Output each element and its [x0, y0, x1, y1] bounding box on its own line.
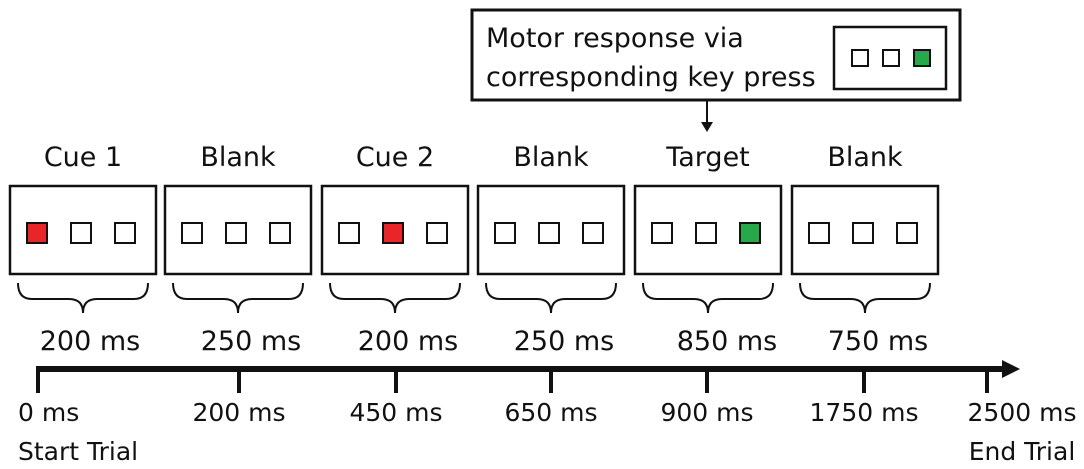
- tick-sublabel: End Trial: [969, 437, 1076, 466]
- frame-label: Blank: [200, 142, 276, 173]
- frame-duration: 200 ms: [358, 326, 459, 357]
- stimulus-square-3: [582, 222, 604, 244]
- frame-label: Blank: [827, 142, 903, 173]
- duration-brace: [799, 282, 931, 314]
- frame-4: Blank 250 ms: [476, 142, 626, 357]
- response-text-line2: corresponding key press: [486, 62, 816, 93]
- frame-duration: 850 ms: [677, 326, 778, 357]
- tick-label: 650 ms: [504, 398, 597, 427]
- frame-label: Cue 1: [44, 142, 122, 173]
- timeline-arrowhead: [1002, 360, 1020, 378]
- stimulus-square-1: [651, 222, 673, 244]
- stimulus-square-3: [896, 222, 918, 244]
- stimulus-square-3: [739, 222, 761, 244]
- duration-brace: [172, 282, 304, 314]
- frame-label: Target: [665, 142, 750, 173]
- duration-brace: [17, 282, 149, 314]
- stimulus-square-1: [181, 222, 203, 244]
- tick-label: 1750 ms: [810, 398, 919, 427]
- stimulus-square-2: [852, 222, 874, 244]
- stimulus-square-2: [538, 222, 560, 244]
- response-key-squares: [851, 49, 931, 67]
- stimulus-square-3: [114, 222, 136, 244]
- frame-label: Blank: [513, 142, 589, 173]
- timeline-tick-3: 450 ms: [349, 369, 443, 427]
- frame-6: Blank 750 ms: [790, 142, 940, 357]
- duration-brace: [642, 282, 774, 314]
- frame-1: Cue 1 200 ms: [8, 142, 158, 357]
- stimulus-square-1: [338, 222, 360, 244]
- tick-label: 900 ms: [660, 398, 753, 427]
- frame-2: Blank 250 ms: [163, 142, 313, 357]
- stimulus-square-2: [382, 222, 404, 244]
- frame-duration: 250 ms: [514, 326, 615, 357]
- frame-duration: 200 ms: [40, 326, 141, 357]
- stimulus-square-2: [70, 222, 92, 244]
- stimulus-square-1: [26, 222, 48, 244]
- stimulus-square-1: [808, 222, 830, 244]
- duration-brace: [329, 282, 461, 314]
- timeline-tick-6: 1750 ms: [810, 369, 919, 427]
- timeline: 0 ms Start Trial 200 ms 450 ms 650 ms 900 ms 1…: [18, 360, 1076, 466]
- stimulus-square-3: [426, 222, 448, 244]
- stimulus-square-2: [225, 222, 247, 244]
- duration-brace: [485, 282, 617, 314]
- timeline-tick-5: 900 ms: [660, 369, 754, 427]
- motor-response-box: Motor response via corresponding key pre…: [470, 8, 962, 132]
- frame-duration: 250 ms: [201, 326, 302, 357]
- timeline-tick-7: 2500 ms End Trial: [968, 369, 1077, 466]
- frame-3: Cue 2 200 ms: [320, 142, 470, 357]
- stimulus-square-1: [494, 222, 516, 244]
- tick-label: 0 ms: [18, 398, 79, 427]
- frame-duration: 750 ms: [828, 326, 929, 357]
- tick-sublabel: Start Trial: [18, 437, 138, 466]
- response-text-line1: Motor response via: [486, 23, 744, 54]
- frame-label: Cue 2: [356, 142, 434, 173]
- response-key-square-2: [882, 49, 900, 67]
- stimulus-square-2: [695, 222, 717, 244]
- stimulus-square-3: [269, 222, 291, 244]
- timeline-tick-4: 650 ms: [504, 369, 598, 427]
- timeline-ticks: 0 ms Start Trial 200 ms 450 ms 650 ms 900 ms 1…: [18, 369, 1076, 466]
- response-key-square-3: [913, 49, 931, 67]
- stimulus-frames: Cue 1 200 ms Blank 250 ms Cue 2 200 ms Blank 25…: [8, 142, 940, 357]
- tick-label: 2500 ms: [968, 398, 1077, 427]
- frame-5: Target 850 ms: [633, 142, 783, 357]
- timeline-tick-2: 200 ms: [192, 369, 286, 427]
- response-key-square-1: [851, 49, 869, 67]
- timeline-tick-1: 0 ms Start Trial: [18, 369, 138, 466]
- response-arrow-head: [701, 122, 713, 132]
- tick-label: 450 ms: [349, 398, 442, 427]
- tick-label: 200 ms: [192, 398, 285, 427]
